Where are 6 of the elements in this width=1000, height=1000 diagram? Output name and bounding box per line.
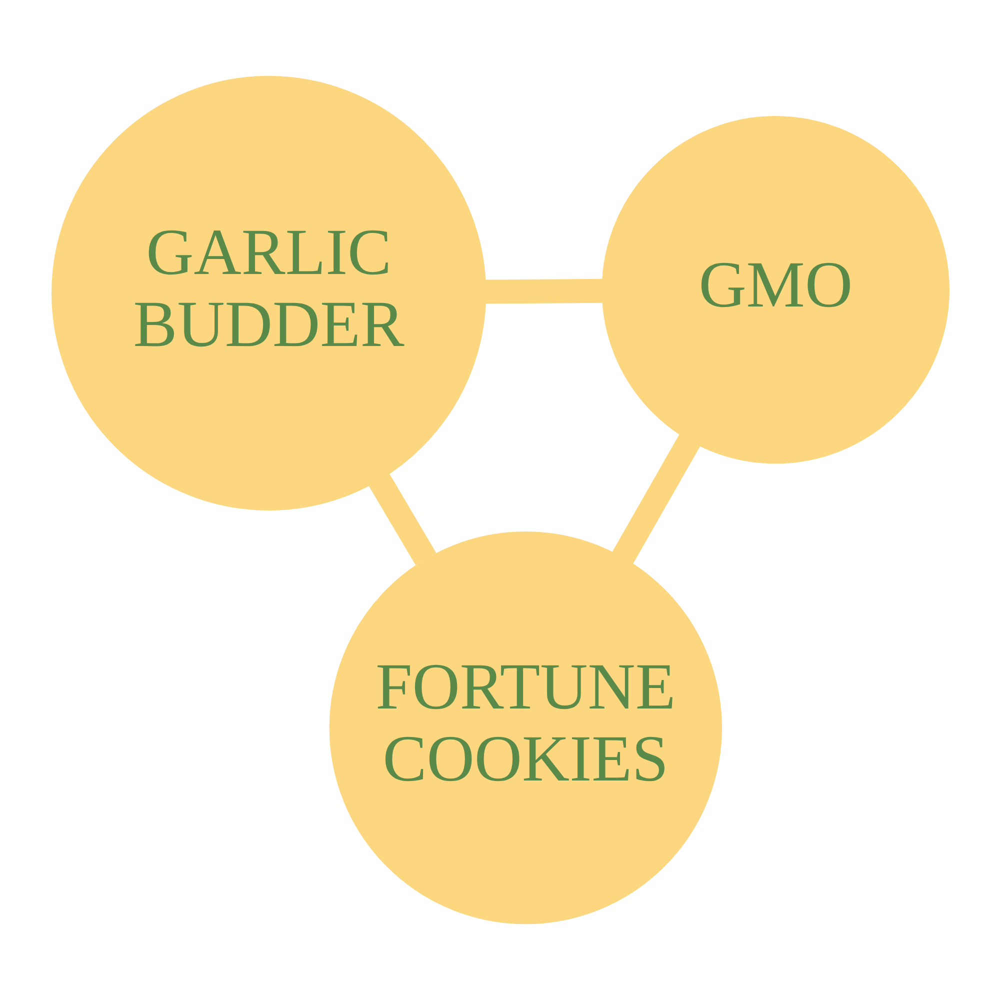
connector	[611, 434, 700, 564]
connector	[484, 278, 602, 304]
node-circle: GMO	[601, 116, 949, 464]
connector	[368, 474, 436, 566]
node-circle: GARLIC BUDDER	[51, 76, 486, 510]
node-circle: FORTUNE COOKIES	[328, 532, 722, 924]
